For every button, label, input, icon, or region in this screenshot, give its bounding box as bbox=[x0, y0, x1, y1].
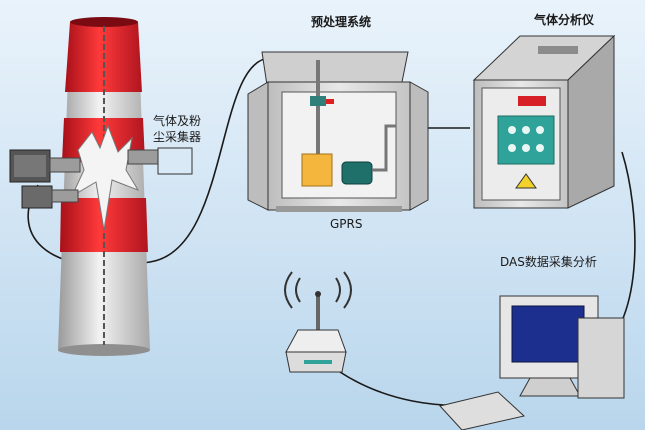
das-computer-icon bbox=[439, 295, 625, 430]
gprs-router-icon bbox=[284, 271, 352, 373]
gas-dust-probe-left bbox=[9, 149, 81, 183]
label-collector-line2: 尘采集器 bbox=[153, 130, 202, 144]
cable-collector-to-pretreatment bbox=[27, 57, 271, 267]
label-das: DAS数据采集分析 bbox=[500, 255, 597, 269]
label-gas-analyzer: 气体分析仪 bbox=[534, 13, 595, 27]
chimney-stack-icon bbox=[9, 17, 193, 356]
gas-dust-probe-left-lower bbox=[21, 185, 79, 209]
gas-dust-probe-right bbox=[127, 147, 193, 175]
label-pretreatment-system: 预处理系统 bbox=[311, 15, 372, 29]
label-collector-line1: 气体及粉 bbox=[153, 114, 202, 128]
gas-analyzer-icon bbox=[472, 34, 616, 209]
label-gprs: GPRS bbox=[330, 217, 363, 231]
pretreatment-cabinet-icon bbox=[247, 51, 429, 212]
